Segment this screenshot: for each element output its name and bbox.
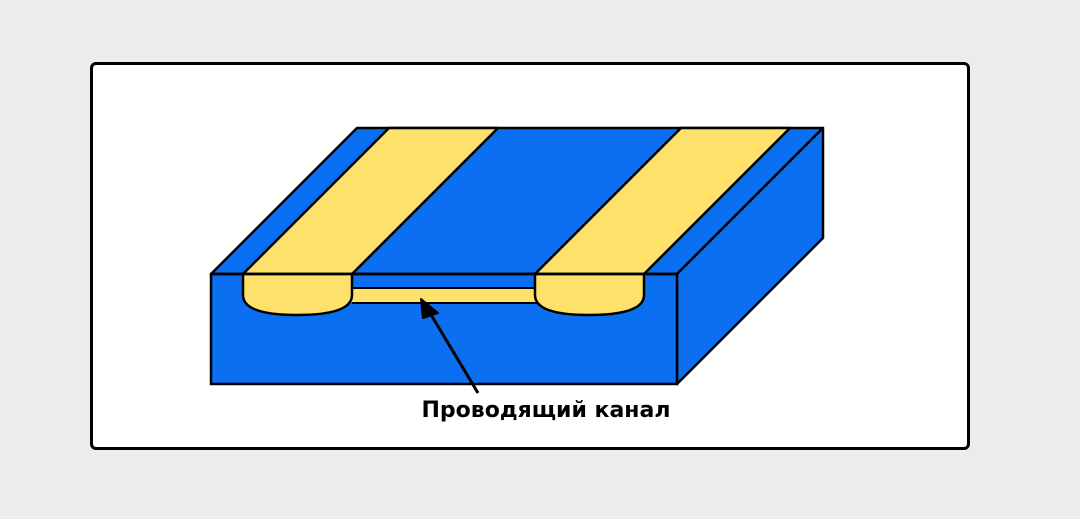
conducting-channel — [350, 288, 540, 302]
channel-arrow-shaft — [428, 312, 480, 394]
left-doped-well — [241, 272, 354, 317]
channel-label: Проводящий канал — [422, 398, 671, 423]
right-doped-well — [533, 272, 646, 317]
channel-arrow-head — [420, 298, 439, 319]
